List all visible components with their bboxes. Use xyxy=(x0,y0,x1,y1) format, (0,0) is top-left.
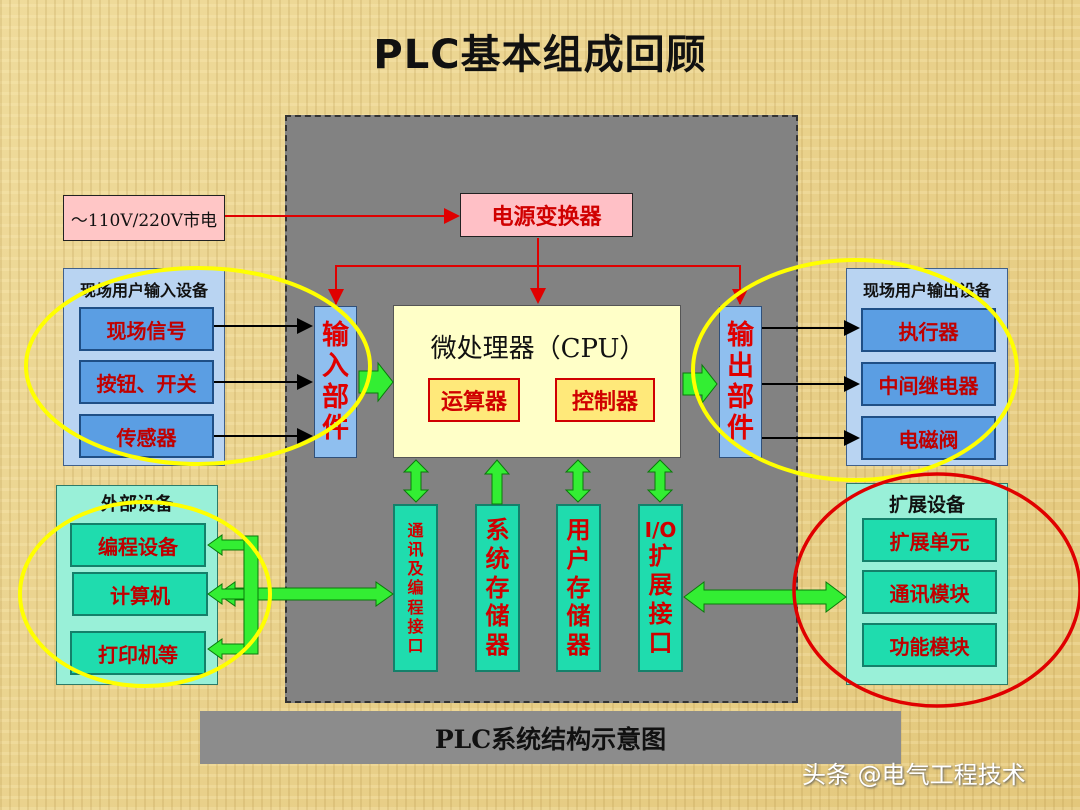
external-item-programmer: 编程设备 xyxy=(70,523,206,567)
sysmem-char: 系 xyxy=(485,516,510,544)
external-devices-title: 外部设备 xyxy=(101,494,173,515)
input-item-sensor: 传感器 xyxy=(79,414,214,458)
ioext-char: 接 xyxy=(648,600,673,628)
expansion-item-comm-module: 通讯模块 xyxy=(862,570,997,614)
input-devices-title: 现场用户输入设备 xyxy=(79,281,208,300)
input-item-field-signal: 现场信号 xyxy=(79,307,214,351)
bracket-arrow-computer xyxy=(207,583,245,605)
expansion-item-function-module: 功能模块 xyxy=(862,623,997,667)
ioext-char: 口 xyxy=(648,628,673,657)
cpu-comm-bus-arrow xyxy=(402,459,430,503)
diagram-caption: PLC系统结构示意图 xyxy=(200,711,901,764)
alu-box: 运算器 xyxy=(428,378,520,422)
input-unit-char: 部 xyxy=(322,382,349,413)
expansion-devices-title: 扩展设备 xyxy=(888,494,965,516)
comm-char: 通 xyxy=(407,520,424,540)
input-unit-box: 输 入 部 件 xyxy=(314,306,357,458)
external-item-printer: 打印机等 xyxy=(70,631,206,675)
usermem-char: 用 xyxy=(566,516,591,544)
usermem-char: 户 xyxy=(566,544,591,573)
io-expansion-interface-box: I/O 扩 展 接 口 xyxy=(638,504,683,672)
highlight-external-ellipse xyxy=(18,500,272,688)
usermem-char: 储 xyxy=(566,602,591,631)
watermark: 头条 @电气工程技术 xyxy=(802,761,1026,789)
cpu-sysmem-arrow xyxy=(483,459,511,505)
cpu-io-bus-arrow xyxy=(646,459,674,503)
output-unit-char: 部 xyxy=(727,382,754,413)
sysmem-char: 器 xyxy=(485,631,510,660)
output-item-actuator: 执行器 xyxy=(861,308,996,352)
output-unit-char: 输 xyxy=(727,319,754,351)
cpu-usermem-bus-arrow xyxy=(564,459,592,503)
comm-programming-interface-box: 通 讯 及 编 程 接 口 xyxy=(393,504,438,672)
external-to-comm-arrow xyxy=(217,581,394,607)
comm-char: 及 xyxy=(407,559,424,579)
highlight-output-ellipse xyxy=(691,258,1019,482)
highlight-input-ellipse xyxy=(24,266,372,466)
output-unit-char: 出 xyxy=(727,350,754,382)
comm-char: 接 xyxy=(407,616,424,636)
comm-char: 编 xyxy=(407,578,424,598)
ioext-char: I/O xyxy=(644,518,677,543)
sysmem-char: 统 xyxy=(485,544,510,573)
usermem-char: 存 xyxy=(566,573,591,602)
highlight-expansion-ellipse xyxy=(792,472,1080,708)
ioext-char: 展 xyxy=(648,571,673,600)
cpu-label: 微处理器（CPU） xyxy=(430,334,646,364)
input-unit-char: 输 xyxy=(322,319,349,351)
power-converter-box: 电源变换器 xyxy=(460,193,633,237)
expansion-item-unit: 扩展单元 xyxy=(862,518,997,562)
io-to-expansion-arrow xyxy=(683,581,847,613)
mains-power-box: ～110V/220V市电 xyxy=(63,195,225,241)
input-item-buttons-switches: 按钮、开关 xyxy=(79,360,214,404)
ioext-char: 扩 xyxy=(648,542,673,571)
usermem-char: 器 xyxy=(566,631,591,660)
external-item-computer: 计算机 xyxy=(72,572,208,616)
controller-box: 控制器 xyxy=(555,378,655,422)
output-item-relay: 中间继电器 xyxy=(861,362,996,406)
bracket-arrow-programmer xyxy=(207,534,245,556)
comm-char: 程 xyxy=(407,597,424,617)
system-memory-box: 系 统 存 储 器 xyxy=(475,504,520,672)
sysmem-char: 储 xyxy=(485,602,510,631)
comm-char: 讯 xyxy=(407,540,424,560)
comm-char: 口 xyxy=(407,635,424,655)
page-title: PLC基本组成回顾 xyxy=(373,32,707,78)
user-memory-box: 用 户 存 储 器 xyxy=(556,504,601,672)
input-unit-char: 入 xyxy=(322,350,349,382)
output-item-solenoid-valve: 电磁阀 xyxy=(861,416,996,460)
sysmem-char: 存 xyxy=(485,573,510,602)
